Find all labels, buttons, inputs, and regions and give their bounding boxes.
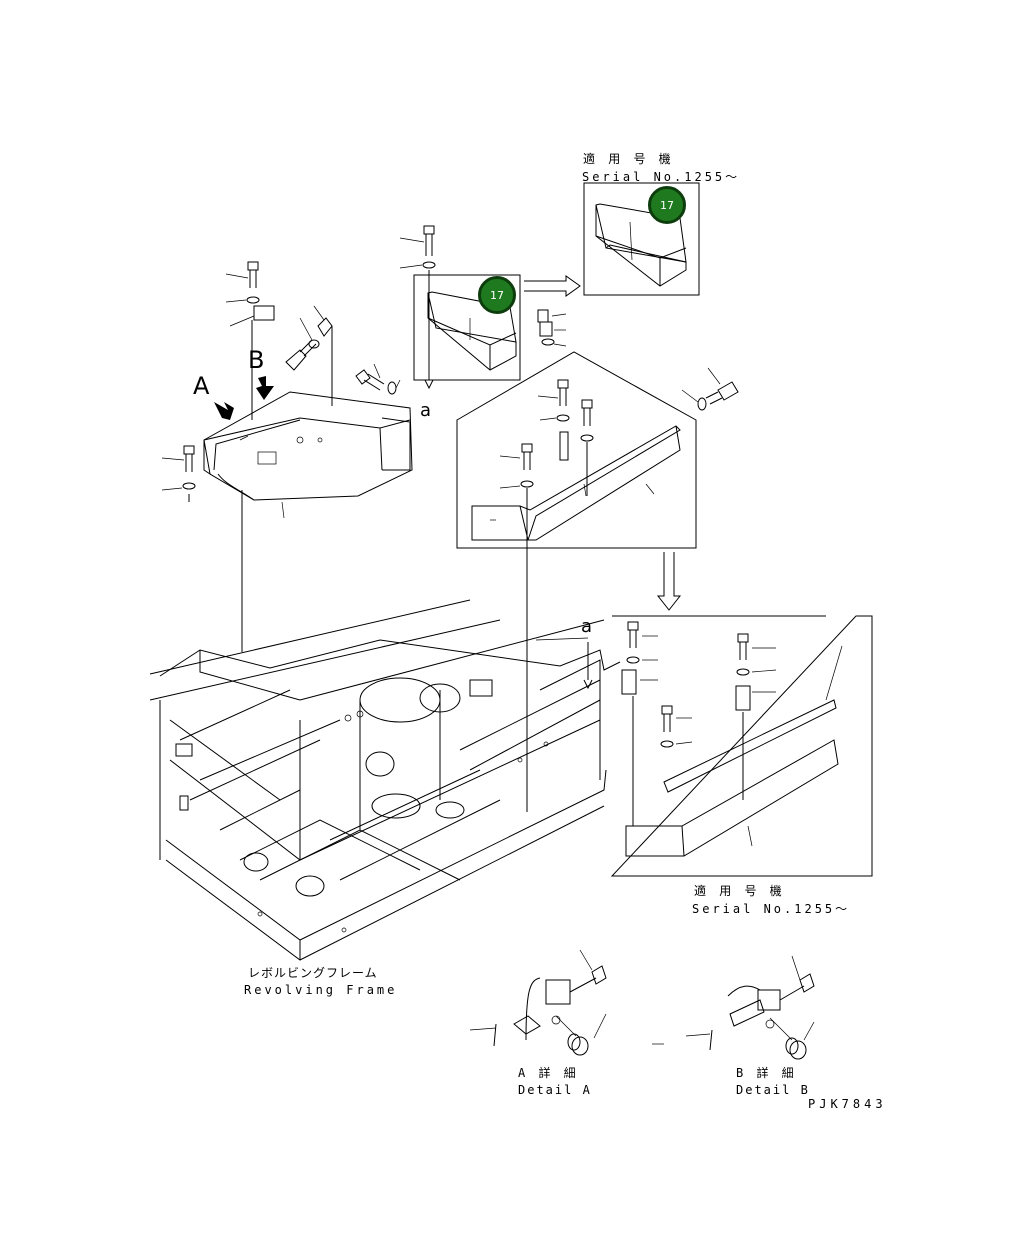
detail-b-label-jp: B 詳 細 <box>736 1066 797 1080</box>
bolt-right-angled <box>681 367 739 411</box>
view-label-a: A <box>193 372 210 400</box>
detail-a-drawing <box>469 949 607 1056</box>
serial-bottom-en: Serial No.1255～ <box>692 902 851 916</box>
clamp-parts <box>537 309 567 347</box>
drawing-code: PJK7843 <box>808 1097 887 1111</box>
view-label-b: B <box>248 346 265 374</box>
detail-a-label-jp: A 詳 細 <box>518 1066 579 1080</box>
frame-label-en: Revolving Frame <box>244 983 398 997</box>
inset-serial-top <box>583 182 700 296</box>
transfer-arrow-down <box>656 552 682 611</box>
view-arrow-a <box>214 402 234 420</box>
frame-label-jp: レボルビングフレーム <box>248 966 378 980</box>
bolts-middle <box>499 379 594 812</box>
middle-cover-box <box>456 351 697 549</box>
transfer-arrow-right <box>524 275 581 297</box>
bolt-left-angled <box>285 305 333 406</box>
serial-top-jp: 適 用 号 機 <box>583 152 674 166</box>
bolt-top-center <box>399 225 436 390</box>
bolt-center-angled <box>355 363 401 395</box>
detail-b-drawing <box>652 955 815 1060</box>
part-callout-17-box[interactable]: 17 <box>478 276 516 314</box>
detail-b-label-en: Detail B <box>736 1083 810 1097</box>
detail-a-label-en: Detail A <box>518 1083 592 1097</box>
serial-bottom-jp: 適 用 号 機 <box>694 884 785 898</box>
ref-label-a-2: a <box>581 616 593 637</box>
bolt-left-mid <box>161 445 196 502</box>
bolt-left-top <box>225 261 275 420</box>
serial-top-en: Serial No.1255～ <box>582 170 741 184</box>
left-cover <box>203 391 413 652</box>
inset-serial-bottom <box>610 615 873 877</box>
revolving-frame <box>149 599 621 961</box>
view-arrow-b <box>256 376 274 400</box>
part17-box <box>413 274 521 381</box>
ref-label-a-1: a <box>420 400 432 421</box>
part-callout-17-inset[interactable]: 17 <box>648 186 686 224</box>
